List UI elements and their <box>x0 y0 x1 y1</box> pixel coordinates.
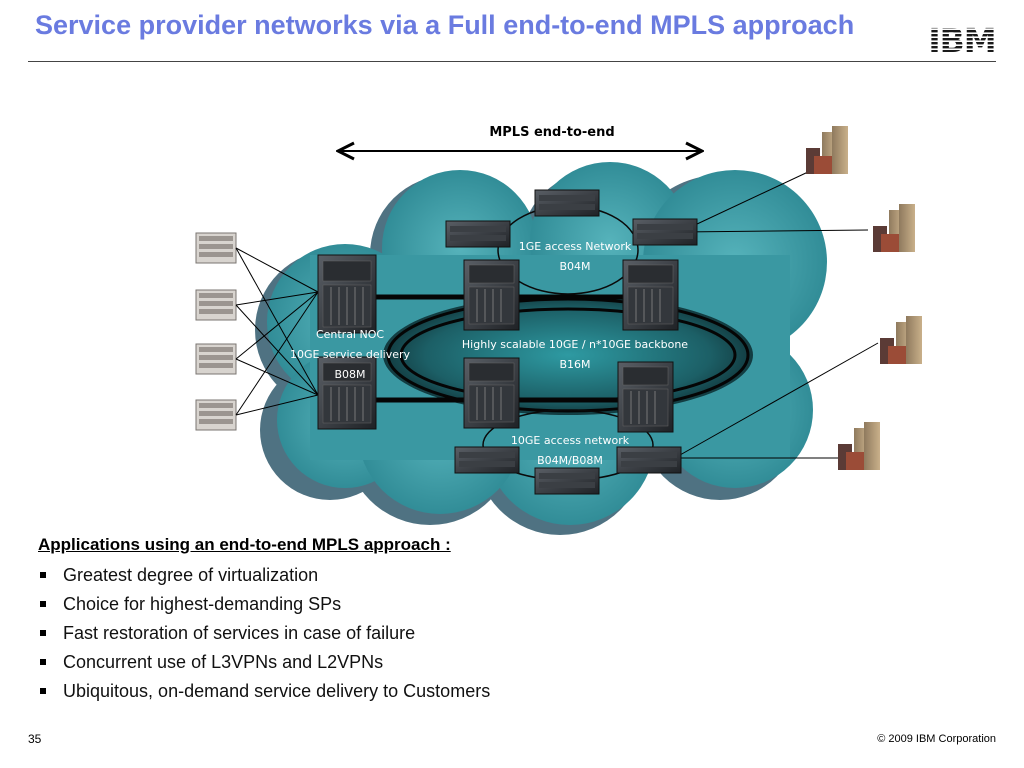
router-icon <box>463 357 520 429</box>
router-icon <box>534 467 600 495</box>
list-item: Greatest degree of virtualization <box>38 561 490 590</box>
noc-label: Central NOC <box>316 328 384 341</box>
access-1ge-label: 1GE access Network <box>519 240 632 253</box>
page-number: 35 <box>28 732 42 746</box>
router-icon <box>454 446 520 474</box>
router-icon <box>622 259 679 331</box>
server-rack-icon <box>195 343 237 375</box>
noc-model: B08M <box>334 368 365 381</box>
router-icon <box>317 254 377 334</box>
router-icon <box>445 220 511 248</box>
title-divider <box>28 61 996 62</box>
router-icon <box>617 361 674 433</box>
router-icon <box>534 189 600 217</box>
list-item: Fast restoration of services in case of … <box>38 619 490 648</box>
router-icon <box>616 446 682 474</box>
server-links <box>235 247 319 416</box>
applications-heading: Applications using an end-to-end MPLS ap… <box>38 535 451 554</box>
building-icon <box>880 316 922 364</box>
applications-section: Applications using an end-to-end MPLS ap… <box>38 535 490 706</box>
slide-title: Service provider networks via a Full end… <box>35 10 855 40</box>
router-icon <box>317 356 377 430</box>
list-item: Choice for highest-demanding SPs <box>38 590 490 619</box>
list-item: Concurrent use of L3VPNs and L2VPNs <box>38 648 490 677</box>
building-icon <box>806 126 848 174</box>
building-icon <box>838 422 880 470</box>
server-rack-icon <box>195 289 237 321</box>
noc-service-label: 10GE service delivery <box>290 348 411 361</box>
mpls-label: MPLS end-to-end <box>489 125 614 140</box>
server-rack-icon <box>195 232 237 264</box>
backbone-model: B16M <box>559 358 590 371</box>
access-1ge-model: B04M <box>559 260 590 273</box>
server-rack-icon <box>195 399 237 431</box>
access-10ge-model: B04M/B08M <box>537 454 603 467</box>
router-icon <box>463 259 520 331</box>
ibm-logo: IBM <box>926 22 998 56</box>
backbone-label: Highly scalable 10GE / n*10GE backbone <box>462 338 688 351</box>
building-icon <box>873 204 915 252</box>
access-10ge-label: 10GE access network <box>511 434 630 447</box>
building-links <box>679 171 879 459</box>
copyright: © 2009 IBM Corporation <box>877 733 996 745</box>
list-item: Ubiquitous, on-demand service delivery t… <box>38 677 490 706</box>
applications-list: Greatest degree of virtualization Choice… <box>38 561 490 706</box>
router-icon <box>632 218 698 246</box>
backbone-core <box>383 295 753 415</box>
